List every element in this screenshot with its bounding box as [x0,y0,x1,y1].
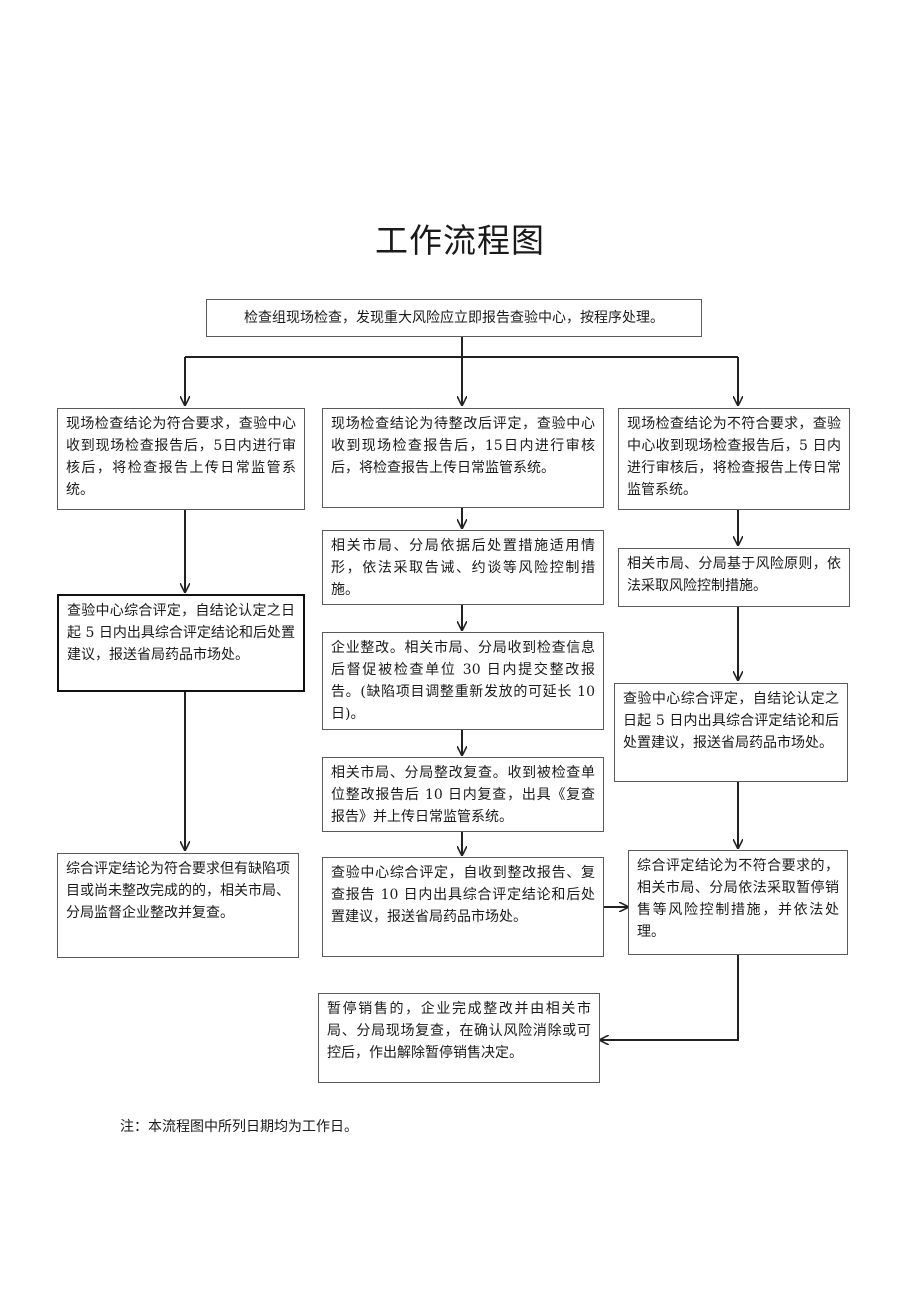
step-mid-reinspection: 相关市局、分局整改复查。收到被检查单位整改报告后 10 日内复查，出具《复查报告… [322,757,604,832]
step-mid-comprehensive-evaluation: 查验中心综合评定，自收到整改报告、复查报告 10 日内出具综合评定结论和后处置建… [322,857,604,957]
step-left-comprehensive-evaluation: 查验中心综合评定，自结论认定之日起 5 日内出具综合评定结论和后处置建议，报送省… [57,594,305,692]
step-mid-lift-suspension: 暂停销售的，企业完成整改并由相关市局、分局现场复查，在确认风险消除或可控后，作出… [318,993,600,1083]
step-onsite-inspection: 检查组现场检查，发现重大风险应立即报告查验中心，按程序处理。 [206,299,702,337]
footnote: 注：本流程图中所列日期均为工作日。 [120,1119,358,1135]
arrow-r4-m6 [600,955,739,1040]
step-right-suspend-sales: 综合评定结论为不符合要求的，相关市局、分局依法采取暂停销售等风险控制措施，并依法… [628,850,848,955]
step-mid-pending-review: 现场检查结论为待整改后评定，查验中心收到现场检查报告后，15日内进行审核后，将检… [322,408,604,508]
step-mid-enterprise-rectification: 企业整改。相关市局、分局收到检查信息后督促被检查单位 30 日内提交整改报告。(… [322,632,604,730]
step-left-supervise-rectification: 综合评定结论为符合要求但有缺陷项目或尚未整改完成的的，相关市局、分局监督企业整改… [57,853,299,958]
step-left-pass-review: 现场检查结论为符合要求，查验中心收到现场检查报告后，5日内进行审核后，将检查报告… [57,408,305,510]
step-right-comprehensive-evaluation: 查验中心综合评定，自结论认定之日起 5 日内出具综合评定结论和后处置建议，报送省… [614,683,848,782]
step-mid-risk-control-measures: 相关市局、分局依据后处置措施适用情形，依法采取告诫、约谈等风险控制措施。 [322,530,604,605]
step-right-fail-review: 现场检查结论为不符合要求，查验中心收到现场检查报告后，5 日内进行审核后，将检查… [618,408,850,510]
page-title: 工作流程图 [375,221,545,260]
step-right-risk-control: 相关市局、分局基于风险原则，依法采取风险控制措施。 [618,548,850,607]
